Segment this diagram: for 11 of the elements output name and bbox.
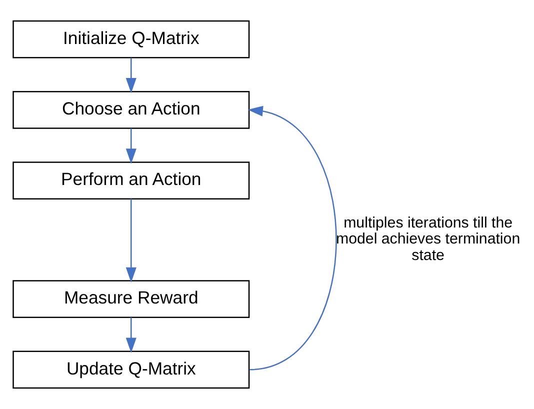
node-box: Perform an Action — [12, 162, 250, 200]
arrow — [126, 198, 136, 283]
arrow — [126, 318, 136, 353]
node-box: Update Q-Matrix — [12, 350, 250, 389]
arrow — [126, 128, 136, 164]
node-box: Measure Reward — [12, 280, 250, 318]
node-box: Choose an Action — [12, 91, 250, 129]
arrow — [126, 58, 136, 94]
node-box: Initialize Q-Matrix — [12, 20, 250, 58]
arrow — [248, 106, 337, 370]
edge-label: multiples iterations till the model achieves termination state — [336, 214, 520, 264]
